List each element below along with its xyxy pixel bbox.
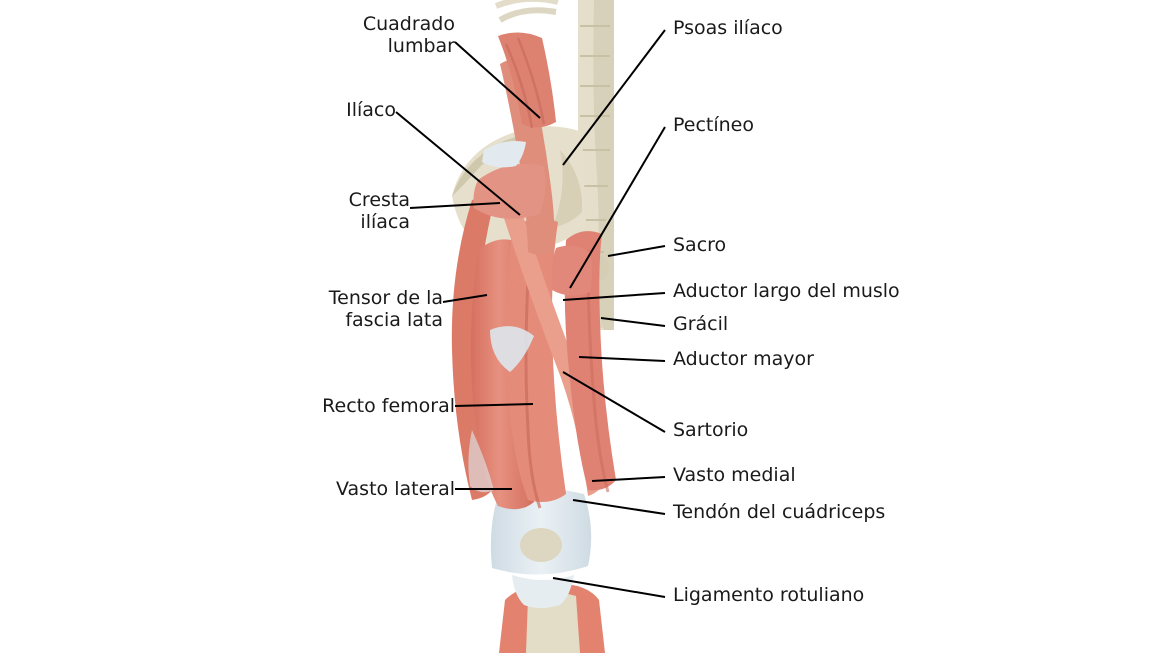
label-pectineo: Pectíneo xyxy=(673,114,755,136)
label-vasto-lateral: Vasto lateral xyxy=(336,478,455,500)
label-tensor-fascia-lata: Tensor de la fascia lata xyxy=(328,287,443,331)
label-cuadrado-lumbar: Cuadrado lumbar xyxy=(362,13,455,57)
label-cresta-iliaca: Cresta ilíaca xyxy=(348,189,410,233)
label-tendon-cuadriceps: Tendón del cuádriceps xyxy=(673,501,886,523)
label-iliaco: Ilíaco xyxy=(346,99,396,121)
label-vasto-medial: Vasto medial xyxy=(673,464,796,486)
label-gracil: Grácil xyxy=(673,313,729,335)
label-aductor-mayor: Aductor mayor xyxy=(673,348,814,370)
label-psoas-iliaco: Psoas ilíaco xyxy=(673,17,783,39)
label-aductor-largo: Aductor largo del muslo xyxy=(673,280,900,302)
label-ligamento-rotuliano: Ligamento rotuliano xyxy=(673,584,865,606)
label-recto-femoral: Recto femoral xyxy=(322,395,455,417)
label-sacro: Sacro xyxy=(673,234,727,256)
rib-hints xyxy=(494,0,559,23)
label-sartorio: Sartorio xyxy=(673,419,749,441)
